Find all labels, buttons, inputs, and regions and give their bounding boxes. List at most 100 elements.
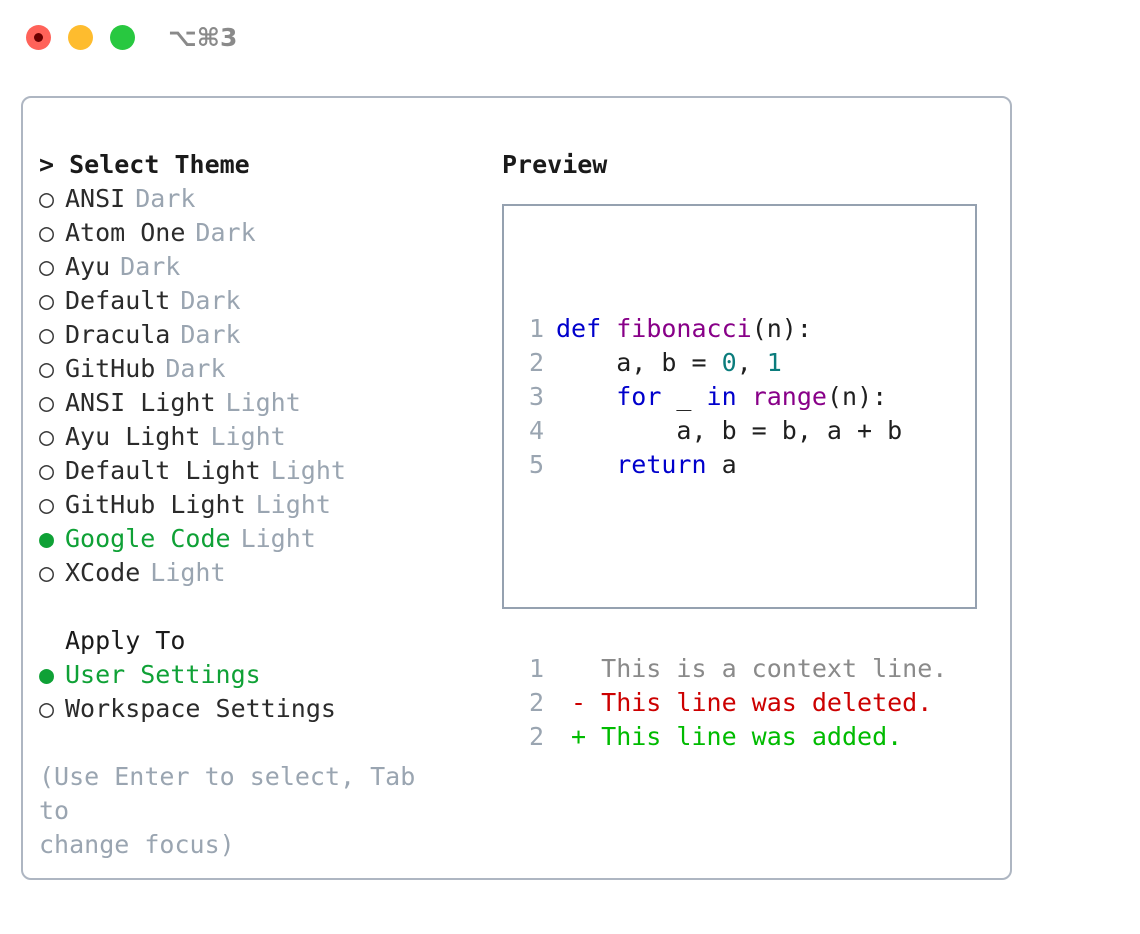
theme-option-label: GitHub Light	[65, 490, 246, 519]
theme-option-atom-one[interactable]: ○ Atom One Dark	[39, 216, 479, 250]
line-number: 3	[528, 382, 544, 411]
theme-variant-tag: Dark	[165, 354, 226, 383]
line-number: 2	[528, 348, 544, 377]
keyboard-shortcut-label: ⌥⌘3	[168, 23, 238, 52]
radio-unselected-icon: ○	[39, 320, 55, 349]
theme-option-label: Atom One	[65, 218, 186, 247]
radio-unselected-icon: ○	[39, 286, 55, 315]
code-token-kw: return	[616, 450, 707, 479]
code-line: 2 a, b = 0, 1	[518, 346, 947, 380]
code-line-content: for _ in range(n):	[556, 380, 887, 414]
code-token-kw: in	[706, 382, 737, 411]
maximize-button[interactable]	[110, 25, 135, 50]
line-number: 2	[528, 688, 544, 717]
radio-unselected-icon: ○	[39, 490, 55, 519]
line-number: 2	[528, 722, 544, 751]
line-number: 4	[528, 416, 544, 445]
keyboard-hint-text: (Use Enter to select, Tab to change focu…	[39, 762, 416, 859]
theme-option-label: GitHub	[65, 354, 156, 383]
code-token-txt: a, b =	[556, 348, 722, 377]
code-token-add: + This line was added.	[556, 722, 903, 751]
title-bar: ⌥⌘3	[0, 0, 1140, 78]
theme-option-xcode[interactable]: ○ XCode Light	[39, 556, 479, 590]
code-line-content: def fibonacci(n):	[556, 312, 812, 346]
diff-line: 2 - This line was deleted.	[518, 686, 947, 720]
code-token-kw: for	[616, 382, 662, 411]
code-line-content: a, b = b, a + b	[556, 414, 902, 448]
apply-to-option-label: User Settings	[65, 660, 261, 689]
code-blank-line	[518, 550, 947, 584]
code-token-txt	[556, 382, 616, 411]
diff-line: 2 + This line was added.	[518, 720, 947, 754]
code-token-fn: range	[751, 382, 827, 411]
theme-option-label: Ayu	[65, 252, 111, 281]
code-token-del: - This line was deleted.	[556, 688, 933, 717]
theme-variant-tag: Light	[225, 388, 301, 417]
radio-unselected-icon: ○	[39, 422, 55, 451]
theme-option-label: XCode	[65, 558, 141, 587]
code-token-txt: (n):	[826, 382, 888, 411]
code-line-content: This is a context line.	[556, 652, 947, 686]
code-token-ctx: This is a context line.	[556, 654, 948, 683]
radio-unselected-icon: ○	[39, 388, 55, 417]
radio-unselected-icon: ○	[39, 184, 55, 213]
radio-unselected-icon: ○	[39, 456, 55, 485]
code-token-txt: ,	[736, 348, 767, 377]
section-spacer	[39, 590, 479, 624]
code-line-content: - This line was deleted.	[556, 686, 932, 720]
line-number: 5	[528, 450, 544, 479]
code-line-content: return a	[556, 448, 737, 482]
apply-to-option-label: Workspace Settings	[65, 694, 336, 723]
theme-option-label: ANSI	[65, 184, 126, 213]
radio-selected-icon: ●	[39, 524, 55, 553]
theme-variant-tag: Light	[150, 558, 226, 587]
diff-block: 1 This is a context line.2 - This line w…	[518, 652, 947, 754]
apply-to-option-workspace-settings[interactable]: ○Workspace Settings	[39, 692, 479, 726]
theme-option-label: Google Code	[65, 524, 231, 553]
diff-line: 1 This is a context line.	[518, 652, 947, 686]
code-line-content: a, b = 0, 1	[556, 346, 782, 380]
line-number: 1	[528, 314, 544, 343]
theme-variant-tag: Light	[255, 490, 331, 519]
radio-unselected-icon: ○	[39, 218, 55, 247]
preview-title: Preview	[502, 150, 608, 179]
theme-variant-tag: Dark	[195, 218, 256, 247]
traffic-lights	[26, 25, 135, 50]
theme-variant-tag: Dark	[120, 252, 181, 281]
code-token-txt	[737, 382, 752, 411]
apply-to-option-user-settings[interactable]: ●User Settings	[39, 658, 479, 692]
code-token-txt	[556, 450, 616, 479]
minimize-button[interactable]	[68, 25, 93, 50]
code-line: 5 return a	[518, 448, 947, 482]
code-token-fn: fibonacci	[616, 314, 752, 343]
radio-unselected-icon: ○	[39, 354, 55, 383]
apply-to-title: Apply To	[65, 626, 186, 655]
theme-variant-tag: Dark	[180, 286, 241, 315]
theme-variant-tag: Dark	[180, 320, 241, 349]
theme-option-label: Default Light	[65, 456, 261, 485]
code-token-txt: a	[706, 450, 737, 479]
code-line: 1 def fibonacci(n):	[518, 312, 947, 346]
theme-option-github[interactable]: ○ GitHub Dark	[39, 352, 479, 386]
line-number: 1	[528, 654, 544, 683]
close-button[interactable]	[26, 25, 51, 50]
theme-option-github-light[interactable]: ○ GitHub Light Light	[39, 488, 479, 522]
code-token-txt: a, b = b, a + b	[556, 416, 903, 445]
radio-unselected-icon: ○	[39, 558, 55, 587]
code-token-txt: (n):	[751, 314, 812, 343]
